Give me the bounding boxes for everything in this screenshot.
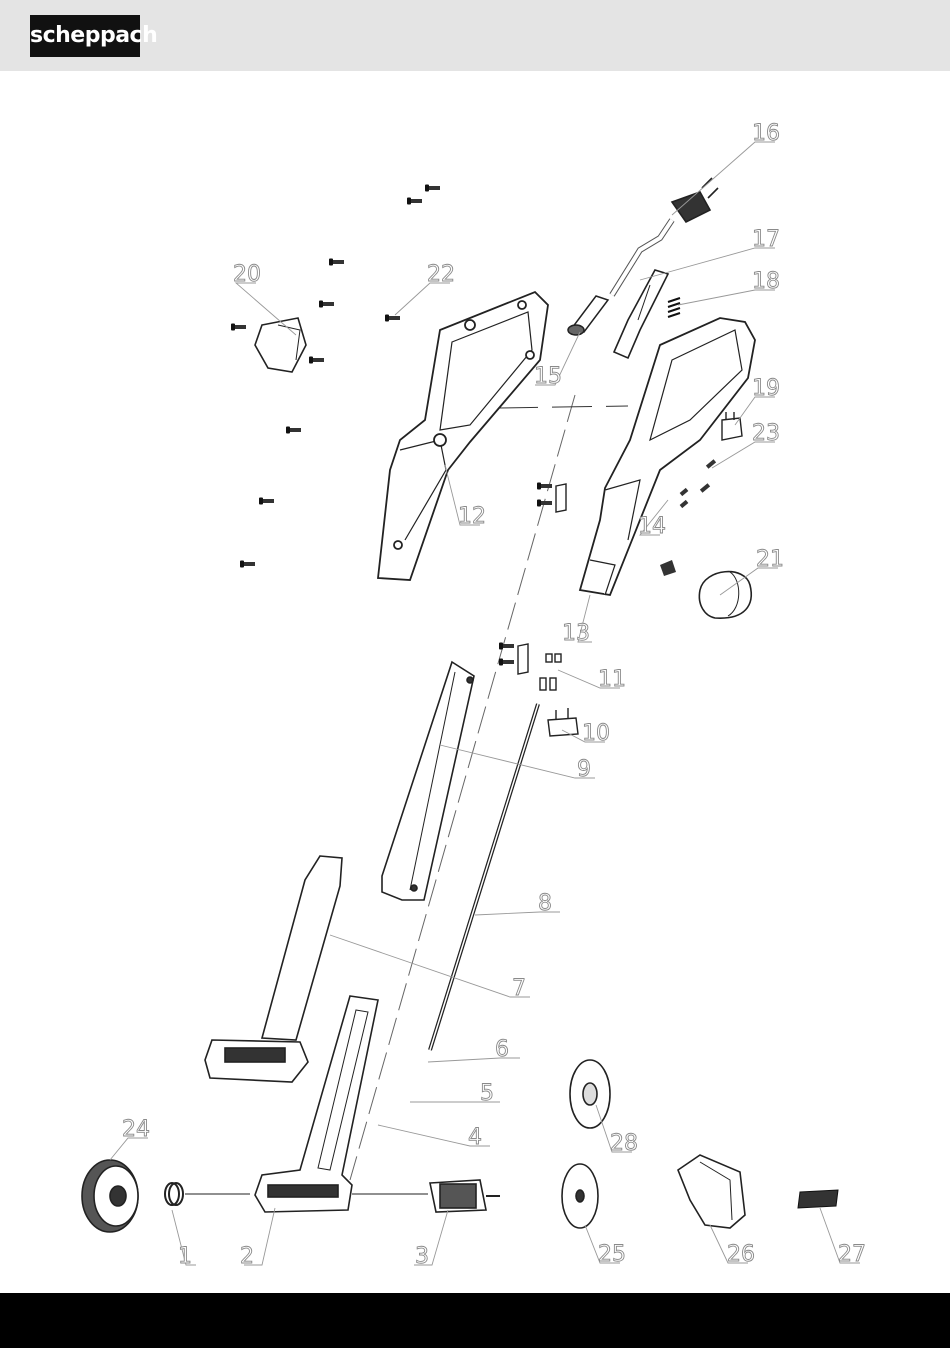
page-header: scheppach [0, 0, 950, 71]
callout-19: 19 [752, 376, 780, 401]
callout-4: 4 [468, 1125, 482, 1150]
callout-14: 14 [638, 514, 666, 539]
callout-24: 24 [122, 1117, 150, 1142]
plate-parts [518, 484, 566, 690]
callout-8: 8 [538, 891, 552, 916]
callout-27: 27 [838, 1242, 866, 1267]
callout-25: 25 [598, 1242, 626, 1267]
connector-part [548, 708, 578, 736]
cable-sleeve-part [568, 296, 608, 335]
callout-9: 9 [577, 757, 591, 782]
ring-part [165, 1183, 183, 1205]
spool-gear-part [82, 1160, 138, 1232]
lower-tube-part [205, 856, 342, 1082]
callout-1: 1 [178, 1244, 192, 1269]
washer-disc-part [562, 1164, 598, 1228]
callout-28: 28 [610, 1131, 638, 1156]
motor-part [430, 1180, 500, 1212]
callout-labels: 16 17 18 19 23 14 21 13 12 15 20 22 11 1… [122, 121, 866, 1269]
callout-20: 20 [233, 262, 261, 287]
disc-part [570, 1060, 610, 1128]
screw-parts [231, 185, 552, 666]
guard-part [678, 1155, 745, 1228]
callout-7: 7 [512, 976, 526, 1001]
callout-18: 18 [752, 269, 780, 294]
callout-17: 17 [752, 227, 780, 252]
callout-5: 5 [480, 1081, 494, 1106]
callout-21: 21 [756, 547, 784, 572]
callout-13: 13 [562, 621, 590, 646]
exploded-parts-diagram: 16 17 18 19 23 14 21 13 12 15 20 22 11 1… [0, 71, 950, 1293]
switch-part [722, 412, 742, 440]
handle-half-right-part [580, 318, 755, 595]
callout-2: 2 [240, 1244, 254, 1269]
callout-23: 23 [752, 421, 780, 446]
callout-3: 3 [415, 1244, 429, 1269]
callout-10: 10 [582, 721, 610, 746]
callout-6: 6 [495, 1037, 509, 1062]
callout-22: 22 [427, 262, 455, 287]
handle-half-left-part [378, 292, 548, 580]
spring-part [668, 298, 680, 317]
callout-12: 12 [458, 504, 486, 529]
blade-part [798, 1190, 838, 1208]
assembly-guide [498, 406, 628, 408]
callout-26: 26 [727, 1242, 755, 1267]
callout-11: 11 [598, 667, 626, 692]
callout-15: 15 [534, 364, 562, 389]
shaft-tube-part [382, 662, 474, 900]
clip-parts [660, 459, 716, 576]
callout-16: 16 [752, 121, 780, 146]
brand-logo: scheppach [30, 15, 140, 57]
front-cap-part [255, 318, 306, 372]
page-footer [0, 1293, 950, 1348]
